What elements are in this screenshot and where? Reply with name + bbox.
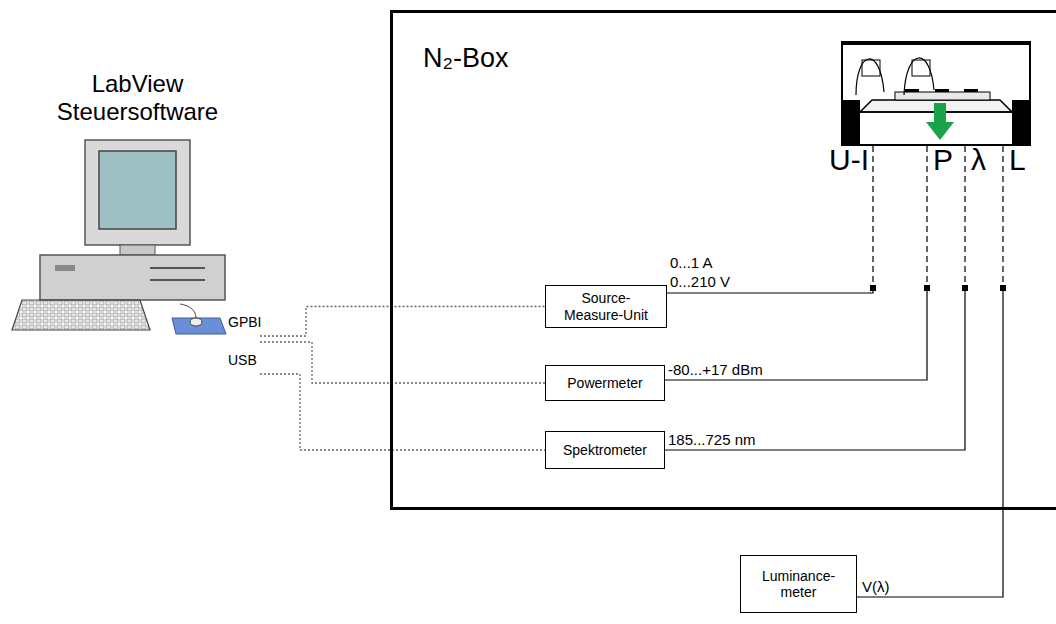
channel-label: P — [933, 143, 953, 178]
terminal — [870, 285, 1006, 291]
range-label: 185...725 nm — [668, 431, 756, 448]
channel-label: U-I — [829, 143, 869, 178]
instrument-box: Luminance- meter — [740, 555, 857, 613]
bus-connector — [260, 342, 545, 383]
range-label: -80...+17 dBm — [668, 361, 763, 378]
bus-connector — [260, 374, 545, 450]
channel-label: L — [1009, 143, 1026, 178]
box-label: Source- Measure-Unit — [552, 290, 660, 322]
sample-holder — [842, 42, 1030, 145]
box-label: Spektrometer — [563, 442, 647, 458]
channel-label: λ — [971, 143, 986, 178]
computer-node: LabView Steuersoftware — [15, 70, 260, 380]
bus-connector — [260, 307, 545, 337]
instrument-box: Powermeter — [545, 365, 665, 401]
enclosure-title: N₂-Box — [423, 43, 509, 74]
box-label: Powermeter — [567, 375, 642, 391]
measurement-leads — [665, 146, 1003, 597]
bus-label: GPBI — [228, 314, 261, 330]
bus-label: USB — [228, 352, 257, 368]
instrument-box: Spektrometer — [545, 431, 665, 469]
box-label: Luminance- meter — [747, 568, 850, 600]
range-label: 0...1 A — [670, 254, 713, 271]
signal-label: V(λ) — [862, 578, 890, 595]
software-title: LabView Steuersoftware — [38, 70, 238, 125]
instrument-box: Source- Measure-Unit — [545, 285, 667, 328]
range-label: 0...210 V — [670, 273, 730, 290]
computer-icon — [12, 140, 226, 334]
